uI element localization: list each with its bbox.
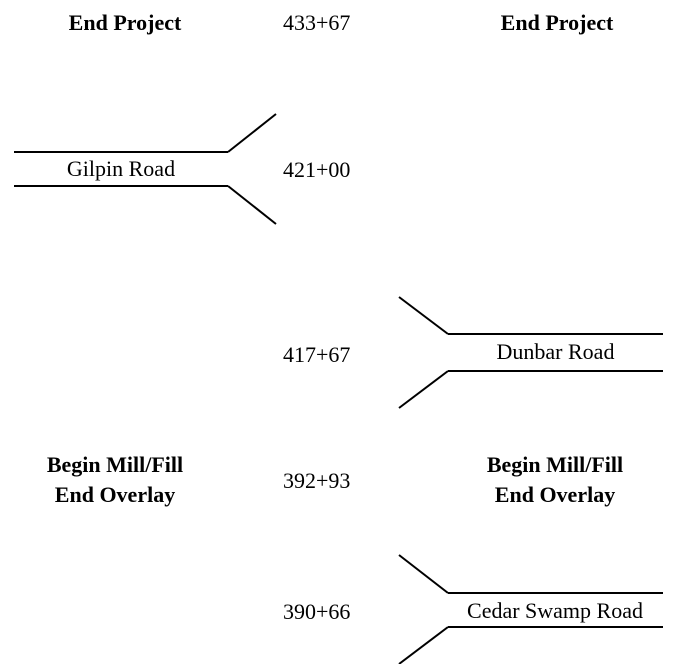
cedar-swamp-road-bottom-flare [398,626,449,664]
station-end-project: 433+67 [283,10,351,35]
end-project-left-label: End Project [68,10,182,35]
mill-fill-left-line1: Begin Mill/Fill [46,452,184,477]
dunbar-road-label: Dunbar Road [496,339,615,364]
gilpin-road-bottom-flare [227,185,277,225]
dunbar-road-bottom-flare [398,370,449,409]
mill-fill-left-line2: End Overlay [54,482,176,507]
mill-fill-left-label: Begin Mill/Fill End Overlay [15,450,215,510]
gilpin-road-symbol [14,113,277,225]
station-dunbar-road: 417+67 [283,342,351,367]
station-gilpin-road: 421+00 [283,157,351,182]
end-project-right-label: End Project [500,10,614,35]
station-cedar-swamp-road: 390+66 [283,599,351,624]
mill-fill-right-line1: Begin Mill/Fill [486,452,624,477]
gilpin-road-label: Gilpin Road [66,156,176,181]
dunbar-road-symbol [398,296,663,409]
cedar-swamp-road-top-flare [398,554,449,594]
dunbar-road-top-flare [398,296,449,335]
cedar-swamp-road-label: Cedar Swamp Road [467,598,643,623]
gilpin-road-top-flare [227,113,277,153]
mill-fill-right-label: Begin Mill/Fill End Overlay [455,450,655,510]
mill-fill-right-line2: End Overlay [494,482,616,507]
cedar-swamp-road-symbol [398,554,663,664]
station-mill-fill: 392+93 [283,468,351,493]
